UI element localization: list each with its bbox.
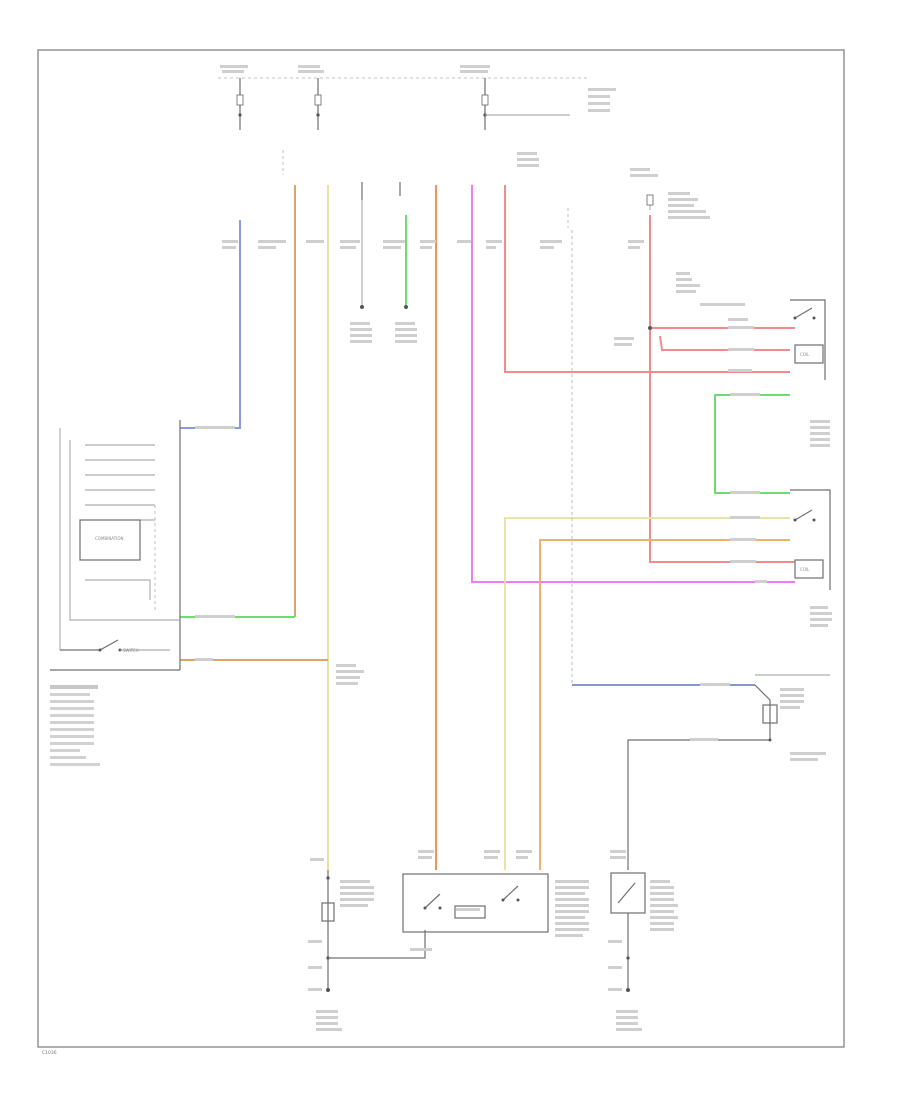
wire-pink-right [649,215,795,563]
right-lower-switch: COIL [790,489,831,590]
right-relay-cluster [646,194,654,330]
diagram-code: C1036 [42,1050,57,1056]
bottom-center-relay [402,873,549,933]
left-switch-module: SWITCH COMBINATION [50,420,181,671]
svg-text:COIL: COIL [800,567,810,572]
svg-text:COMBINATION: COMBINATION [95,536,124,541]
ground-drop-left [360,200,364,309]
label-marks [195,65,832,1031]
wire-light-yellow [504,517,790,870]
fuse-feed-left [236,78,244,130]
bottom-right-component [610,872,646,992]
left-legend-block [50,685,100,766]
diagram-border [37,49,845,1048]
connector-row-top [282,150,569,228]
fuse-feed-middle [314,78,322,130]
svg-text:SWITCH: SWITCH [123,648,139,653]
wire-green-right [714,394,790,494]
wire-pink-center [504,185,790,373]
wire-light-orange [539,539,790,870]
wire-blue [180,220,241,429]
right-upper-switch: COIL [790,299,826,380]
bottom-left-component [321,870,426,992]
fuse-feed-right [481,78,570,130]
wire-pink-switch-mid [659,335,790,351]
svg-text:COIL: COIL [800,352,810,357]
ground-node-green [404,305,408,309]
wire-magenta [471,185,795,583]
right-lower-module [627,674,830,870]
